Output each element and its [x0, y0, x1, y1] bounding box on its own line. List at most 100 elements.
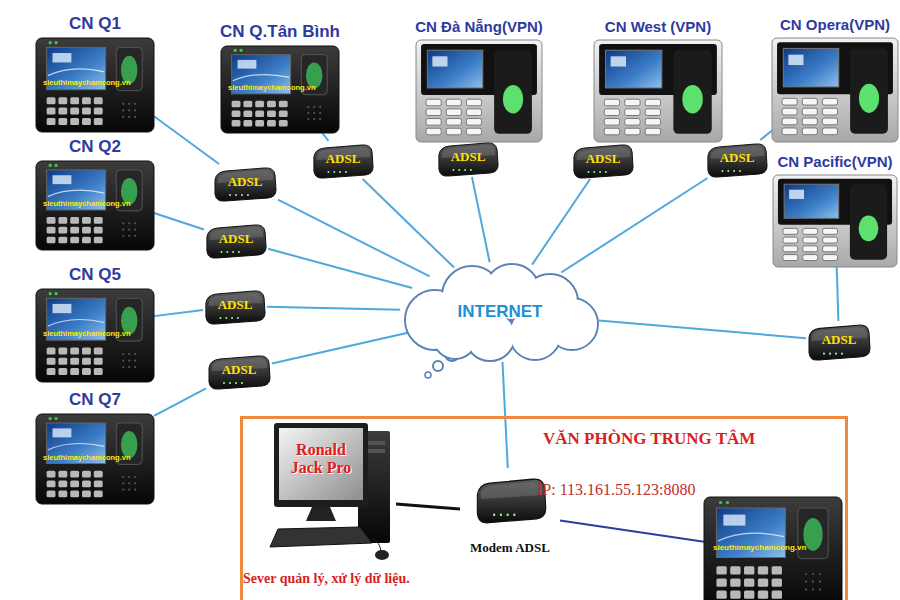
keypad-key	[58, 491, 67, 498]
server-computer: Ronald Jack Pro	[268, 419, 396, 579]
keypad-key	[70, 358, 79, 365]
keypad-key	[730, 591, 740, 599]
keypad-key	[604, 99, 619, 106]
monitor-screen	[279, 428, 363, 500]
screen-watermark: sieuthimaychamcong.vn	[43, 329, 131, 338]
modem-label: ADSL	[218, 297, 253, 313]
sensor-housing	[494, 50, 532, 134]
screen-icon	[723, 515, 745, 526]
modem-led	[327, 171, 329, 173]
keypad-key	[625, 119, 640, 126]
network-link	[154, 213, 204, 229]
keypad-key	[426, 119, 441, 126]
speaker-hole	[128, 366, 130, 368]
keypad-key	[47, 471, 56, 478]
status-led	[234, 49, 237, 52]
keypad-key	[58, 97, 67, 104]
screen-icon	[53, 428, 72, 437]
keypad-key	[232, 110, 241, 117]
modem-label: ADSL	[222, 362, 257, 378]
keypad-key	[604, 128, 619, 135]
fingerprint-sensor	[503, 85, 523, 114]
keypad-key	[232, 120, 241, 127]
speaker-hole	[805, 588, 807, 590]
modem-led	[599, 171, 601, 173]
speaker-hole	[819, 573, 821, 575]
modem-label: ADSL	[228, 174, 263, 190]
modem-led	[237, 317, 239, 319]
keypad-key	[47, 118, 56, 125]
keypad-key	[803, 255, 818, 261]
modem-led	[223, 382, 225, 384]
modem-led	[241, 194, 243, 196]
time-clock: CN Pacific(VPN)	[773, 153, 897, 267]
keypad-key	[645, 128, 660, 135]
cloud-label: INTERNET	[458, 302, 543, 322]
screen-wave	[48, 320, 105, 327]
keypad-key	[446, 128, 461, 135]
modem-led	[345, 171, 347, 173]
device-screen	[784, 184, 839, 218]
keypad-key	[772, 591, 782, 599]
speaker-hole	[313, 106, 315, 108]
modem-graphic	[477, 479, 545, 523]
branch-label: CN Pacific(VPN)	[777, 153, 892, 170]
modem-led	[235, 382, 237, 384]
speaker-hole	[319, 112, 321, 114]
speaker-hole	[128, 476, 130, 478]
ip-address: IP: 113.161.55.123:8080	[537, 481, 696, 499]
keypad-key	[94, 471, 103, 478]
internet-cloud: INTERNET	[400, 262, 600, 362]
speaker-hole	[122, 482, 124, 484]
keypad-key	[58, 227, 67, 234]
modem-led	[593, 171, 595, 173]
time-clock: CN Opera(VPN)	[772, 16, 898, 142]
keypad-key	[822, 128, 837, 135]
screen-watermark: sieuthimaychamcong.vn	[713, 543, 806, 552]
modem-led	[231, 317, 233, 319]
modem-body	[477, 479, 545, 523]
screen-icon	[788, 55, 803, 65]
modem-body	[209, 356, 270, 389]
adsl-modem: ADSL	[204, 221, 268, 259]
network-link	[154, 310, 203, 316]
branch-label: CN Opera(VPN)	[780, 16, 890, 33]
keypad-key	[772, 566, 782, 574]
speaker-hole	[122, 222, 124, 224]
branch-label: CN Q1	[69, 14, 121, 34]
keypad-key	[716, 591, 726, 599]
keypad-key	[426, 99, 441, 106]
keypad-key	[772, 578, 782, 586]
speaker-hole	[128, 353, 130, 355]
modem-top	[481, 482, 543, 499]
keypad-key	[58, 471, 67, 478]
keypad-key	[279, 110, 288, 117]
network-link	[154, 388, 206, 415]
keypad-key	[94, 481, 103, 488]
status-led	[54, 41, 57, 44]
speaker-hole	[134, 228, 136, 230]
modem-led	[513, 513, 515, 516]
keypad-key	[82, 227, 91, 234]
keypad-key	[47, 368, 56, 375]
keypad-key	[70, 348, 79, 355]
device-body	[221, 46, 339, 133]
screen-wave	[48, 69, 105, 76]
speaker-hole	[122, 366, 124, 368]
keypad-key	[94, 358, 103, 365]
keypad-key	[82, 481, 91, 488]
speaker-hole	[134, 366, 136, 368]
device-body	[704, 497, 842, 600]
modem-graphic	[207, 225, 266, 258]
time-clock: CN Q2sieuthimaychamcong.vn	[36, 137, 154, 250]
keypad-key	[82, 348, 91, 355]
status-led	[54, 292, 57, 295]
speaker-hole	[134, 103, 136, 105]
keypad-key	[822, 108, 837, 115]
sensor-housing	[850, 48, 888, 133]
keypad-key	[232, 101, 241, 108]
keypad-key	[426, 109, 441, 116]
modem-graphic	[314, 145, 373, 178]
keypad-key	[243, 120, 252, 127]
keypad-key	[70, 108, 79, 115]
